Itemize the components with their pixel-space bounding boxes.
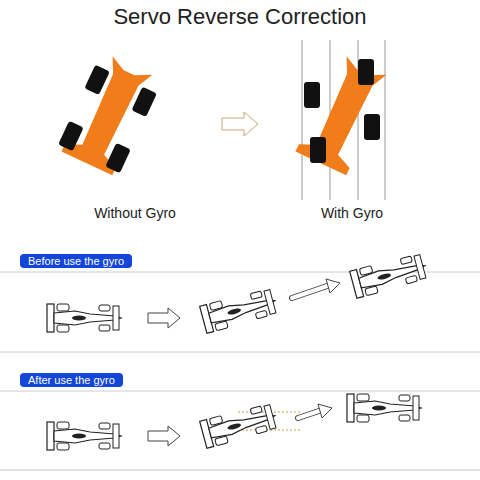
section-band: After use the gyro [20,373,123,387]
band-text: Before use the gyro [28,255,124,267]
car-label: Without Gyro [94,205,176,221]
band-text: After use the gyro [28,374,115,386]
section-band: Before use the gyro [20,254,132,268]
title: Servo Reverse Correction [113,4,366,30]
car-label: With Gyro [321,205,383,221]
